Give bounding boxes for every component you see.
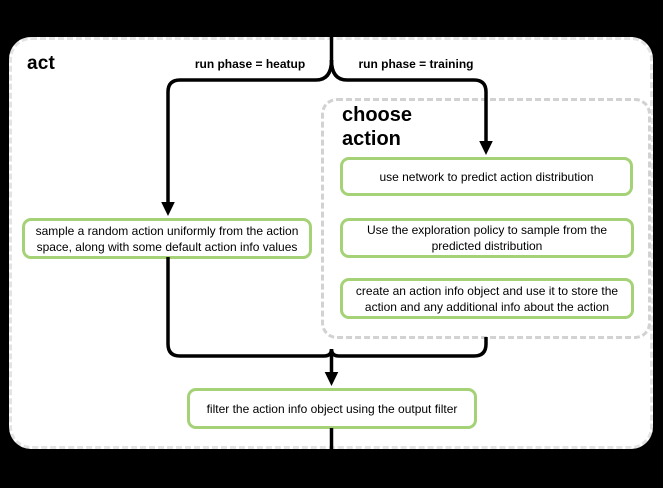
node-exploration-policy-sample-label: Use the exploration policy to sample fro…: [366, 223, 608, 253]
node-filter-action-info: filter the action info object using the …: [187, 388, 477, 429]
choose-action-group-title: choose action: [342, 104, 413, 150]
node-sample-random-action-label: sample a random action uniformly from th…: [35, 223, 299, 254]
node-sample-random-action: sample a random action uniformly from th…: [22, 218, 312, 259]
node-use-network-predict-label: use network to predict action distributi…: [379, 169, 594, 184]
node-create-action-info-object: create an action info object and use it …: [340, 278, 634, 319]
node-create-action-info-object-label: create an action info object and use it …: [355, 283, 619, 314]
node-exploration-policy-sample: Use the exploration policy to sample fro…: [340, 218, 634, 258]
branch-label-training: run phase = training: [358, 57, 474, 71]
branch-label-heatup: run phase = heatup: [194, 57, 306, 71]
act-panel-title: act: [27, 53, 56, 74]
node-use-network-predict: use network to predict action distributi…: [340, 157, 633, 196]
node-filter-action-info-label: filter the action info object using the …: [206, 401, 458, 416]
